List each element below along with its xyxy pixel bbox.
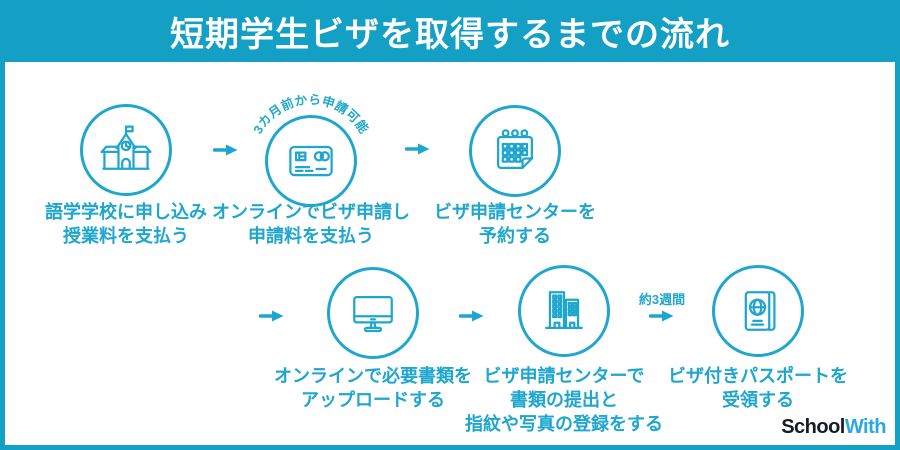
page-title: 短期学生ビザを取得するまでの流れ	[170, 15, 730, 54]
step-6-label-line-2: 受領する	[722, 390, 794, 410]
brand-logo: SchoolWith	[781, 414, 886, 440]
step-3-label-line-1: ビザ申請センターを	[434, 202, 596, 222]
passport-icon	[744, 291, 776, 331]
step-4-circle	[327, 267, 419, 359]
flow-arrow-2	[404, 141, 432, 157]
brand-logo-school: School	[781, 416, 845, 438]
step-1-label-line-1: 語学学校に申し込み	[45, 202, 207, 222]
step-6-label: ビザ付きパスポートを 受領する	[668, 364, 848, 412]
step-6-circle	[712, 265, 804, 357]
processing-time-note: 約3週間	[638, 292, 686, 307]
step-1-label-line-2: 授業料を支払う	[63, 226, 189, 246]
step-2-label-line-1: オンラインでビザ申請し	[212, 202, 410, 222]
brand-logo-with: With	[844, 416, 887, 438]
monitor-icon	[353, 295, 393, 333]
step-2-label-line-2: 申請料を支払う	[248, 226, 374, 246]
step-2-label: オンラインでビザ申請し 申請料を支払う	[212, 200, 410, 248]
step-4-label-line-1: オンラインで必要書類を	[274, 366, 472, 386]
right-arrow-icon	[648, 310, 674, 322]
step-6-label-line-1: ビザ付きパスポートを	[668, 366, 848, 386]
step-4-label-line-2: アップロードする	[301, 390, 445, 410]
office-building-icon	[545, 291, 583, 329]
step-5-label-line-3: 指紋や写真の登録をする	[465, 414, 663, 434]
flow-arrow-3	[258, 308, 286, 324]
step-3-label-line-2: 予約する	[479, 226, 551, 246]
right-arrow-icon	[258, 310, 284, 322]
step-1-label: 語学学校に申し込み 授業料を支払う	[45, 200, 207, 248]
right-arrow-icon	[404, 143, 430, 155]
step-5-label: ビザ申請センターで 書類の提出と 指紋や写真の登録をする	[465, 364, 663, 436]
step-5-label-line-2: 書類の提出と	[510, 390, 618, 410]
step-3-circle	[469, 105, 561, 197]
step-2-circle	[265, 115, 357, 207]
step-5-circle	[518, 265, 610, 357]
right-arrow-icon	[212, 144, 238, 156]
step-5-label-line-1: ビザ申請センターで	[483, 366, 645, 386]
calendar-icon	[497, 129, 533, 169]
header-bar: 短期学生ビザを取得するまでの流れ	[0, 0, 900, 62]
step-1-circle	[80, 104, 172, 196]
step-4-label: オンラインで必要書類を アップロードする	[274, 364, 472, 412]
school-icon	[100, 125, 152, 170]
credit-card-icon	[289, 145, 333, 177]
flow-arrow-4	[458, 308, 486, 324]
right-arrow-icon	[458, 310, 484, 322]
flow-arrow-5	[648, 308, 676, 324]
flow-arrow-1	[212, 142, 240, 158]
step-3-label: ビザ申請センターを 予約する	[434, 200, 596, 248]
